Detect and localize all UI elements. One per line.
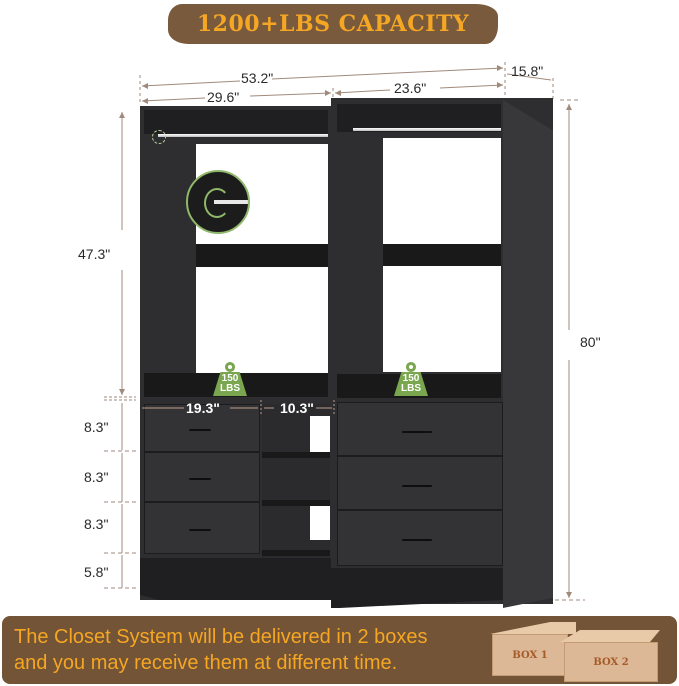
hanging-rod: [353, 128, 501, 131]
title-banner: 1200+LBS CAPACITY: [168, 4, 498, 44]
drawer-handle: [189, 529, 211, 531]
box-1-label: BOX 1: [512, 649, 548, 661]
left-drawer-2[interactable]: [144, 452, 260, 502]
weight-badge-right: 150 LBS: [393, 362, 429, 396]
box-1-illustration: BOX 1: [490, 622, 578, 678]
right-drawer-2[interactable]: [337, 456, 503, 510]
drawer-width-label: 19.3": [186, 400, 220, 416]
open-cubbies: [262, 404, 330, 560]
right-width-label: 23.6": [394, 80, 427, 96]
drawer-height-1-label: 8.3": [84, 419, 109, 435]
drawer-handle: [402, 431, 432, 433]
left-drawer-1[interactable]: [144, 404, 260, 452]
base-height-label: 5.8": [84, 564, 109, 580]
delivery-line-2: and you may receive them at different ti…: [14, 652, 398, 674]
drawer-height-3-label: 8.3": [84, 516, 109, 532]
box-2-illustration: BOX 2: [560, 630, 670, 684]
cubby-width-label: 10.3": [280, 400, 314, 416]
left-width-label: 29.6": [207, 89, 240, 105]
rotate-icon: [204, 188, 230, 218]
right-drawer-1[interactable]: [337, 402, 503, 456]
delivery-message: The Closet System will be delivered in 2…: [14, 624, 428, 676]
drawer-handle: [189, 429, 211, 431]
box-2-label: BOX 2: [593, 656, 629, 668]
capacity-title: 1200+LBS CAPACITY: [196, 11, 470, 37]
depth-label: 15.8": [511, 63, 544, 79]
drawer-handle: [402, 485, 432, 487]
weight-badge-left: 150 LBS: [212, 362, 248, 396]
total-width-label: 53.2": [241, 70, 274, 86]
drawer-handle: [189, 478, 211, 480]
hanging-rod: [158, 134, 328, 137]
right-drawer-3[interactable]: [337, 510, 503, 566]
right-closet-unit: [331, 92, 553, 608]
upper-height-label: 47.3": [78, 246, 111, 262]
left-closet-unit: [140, 100, 335, 600]
inner-dimension-lines: [142, 400, 335, 416]
drawer-height-2-label: 8.3": [84, 469, 109, 485]
left-drawer-3[interactable]: [144, 502, 260, 554]
total-height-label: 80": [580, 334, 601, 350]
drawer-handle: [402, 539, 432, 541]
delivery-line-1: The Closet System will be delivered in 2…: [14, 626, 428, 648]
rod-detail-magnifier: [186, 170, 250, 234]
